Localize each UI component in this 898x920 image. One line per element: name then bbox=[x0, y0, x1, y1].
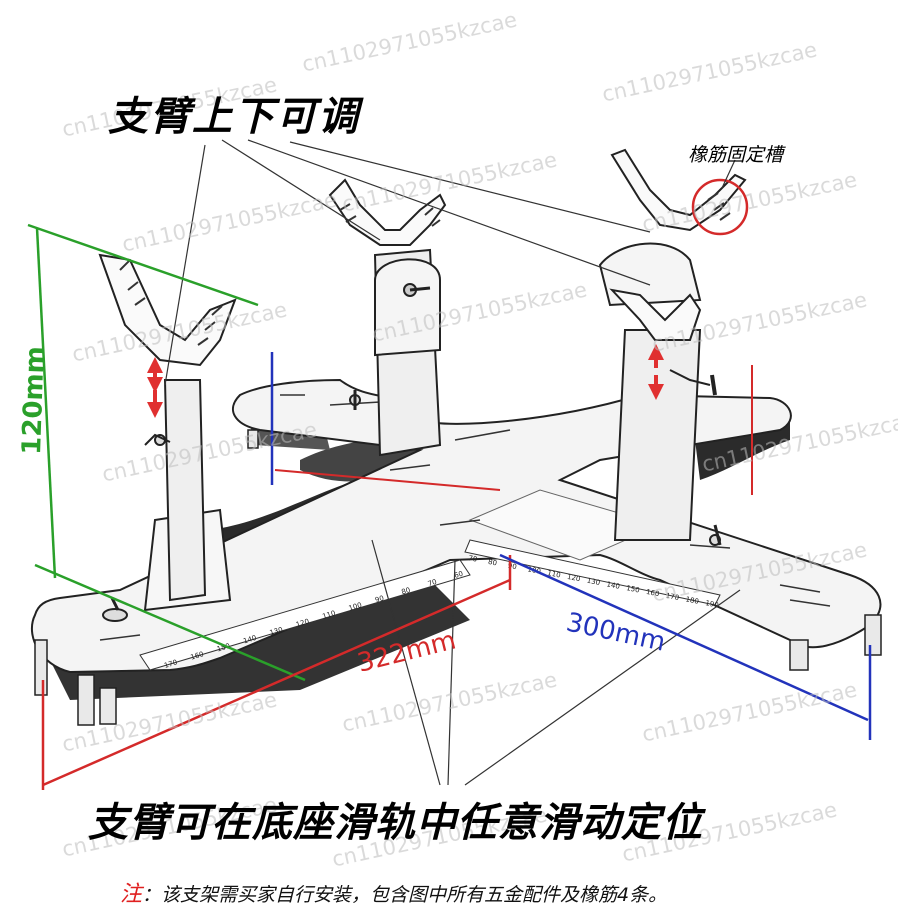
middle-arm bbox=[328, 178, 447, 457]
right-arm bbox=[598, 148, 747, 546]
width-dimension bbox=[270, 352, 872, 740]
ruler-tick-label: 100 bbox=[348, 601, 363, 613]
groove-highlight-circle bbox=[691, 178, 749, 236]
ruler-tick-label: 140 bbox=[242, 634, 257, 646]
groove-label: 橡筋固定槽 bbox=[688, 144, 784, 166]
ruler-tick-label: 170 bbox=[163, 658, 178, 670]
ruler-tick-label: 60 bbox=[453, 570, 464, 580]
ruler-tick-label: 90 bbox=[374, 594, 385, 604]
ruler-tick-label: 80 bbox=[401, 586, 412, 596]
ruler-tick-label: 80 bbox=[487, 558, 497, 568]
ruler-tick-label: 160 bbox=[190, 650, 205, 662]
ruler-tick-label: 130 bbox=[269, 626, 284, 638]
ruler-tick-label: 150 bbox=[626, 584, 641, 594]
ruler-tick-label: 140 bbox=[606, 580, 621, 590]
dim-width-label: 300mm bbox=[564, 608, 668, 658]
height-dimension bbox=[27, 223, 306, 682]
left-arm bbox=[98, 253, 237, 622]
ruler-tick-label: 110 bbox=[321, 609, 336, 621]
feature-title-adjustable-arm: 支臂上下可调 bbox=[108, 94, 360, 140]
assembly-note: 注：该支架需买家自行安装，包含图中所有五金配件及橡筋4条。 bbox=[120, 876, 667, 908]
note-mark: 注 bbox=[120, 882, 143, 907]
ruler-tick-label: 70 bbox=[468, 554, 478, 564]
ruler-tick-label: 130 bbox=[586, 577, 601, 587]
note-text: ：该支架需买家自行安装，包含图中所有五金配件及橡筋4条。 bbox=[142, 884, 668, 906]
ruler-tick-label: 180 bbox=[685, 595, 700, 605]
ruler-tick-label: 120 bbox=[566, 573, 581, 583]
ruler-tick-label: 70 bbox=[427, 578, 438, 588]
ruler-tick-label: 120 bbox=[295, 617, 310, 629]
ruler-tick-label: 190 bbox=[705, 599, 720, 609]
ruler-tick-label: 150 bbox=[216, 642, 231, 654]
feature-title-sliding-rail: 支臂可在底座滑轨中任意滑动定位 bbox=[88, 800, 703, 846]
ruler-tick-label: 170 bbox=[665, 592, 680, 602]
ruler-tick-label: 110 bbox=[547, 569, 562, 579]
ruler-left: 170 160 150 140 130 120 110 100 90 80 70 60 bbox=[139, 559, 471, 671]
dim-height-label: 120mm bbox=[17, 346, 51, 455]
ruler-tick-label: 160 bbox=[645, 588, 660, 598]
ruler-tick-label: 90 bbox=[507, 562, 517, 572]
